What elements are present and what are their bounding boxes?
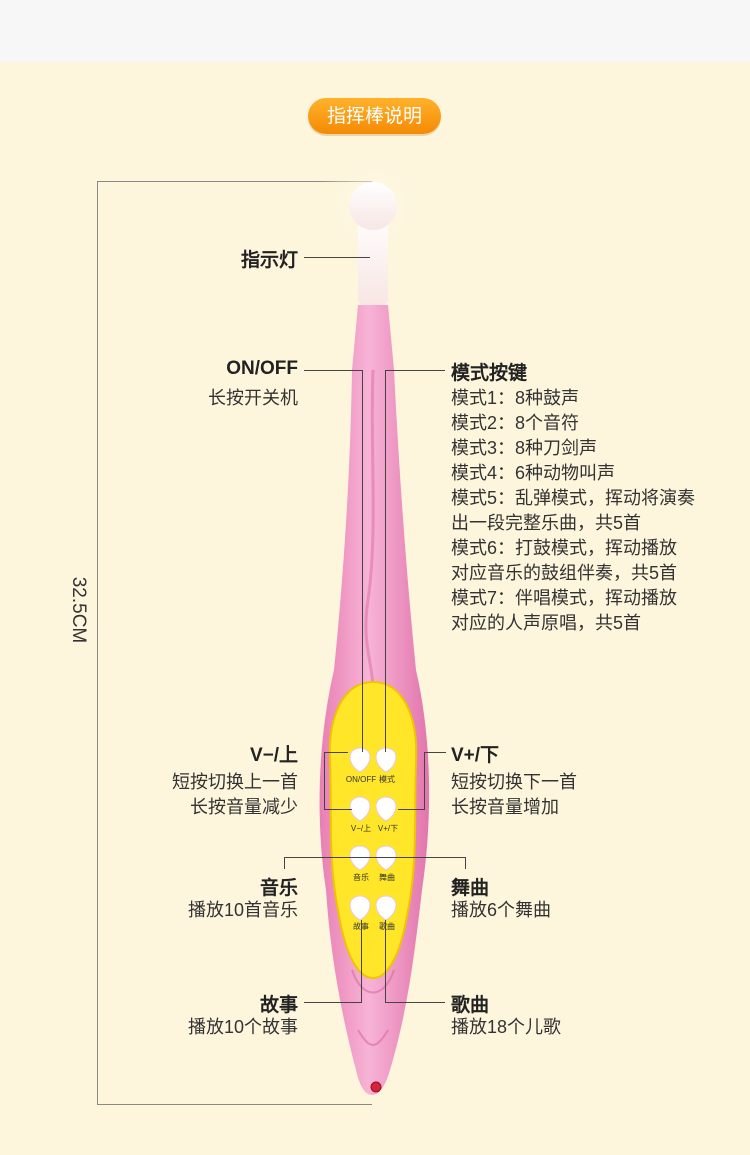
vminus-desc-1: 短按切换上一首	[172, 772, 298, 792]
button-story	[349, 895, 371, 921]
vminus-desc-2: 长按音量减少	[190, 797, 298, 817]
mode-line: 模式6：打鼓模式，挥动播放	[451, 538, 678, 558]
music-dance-leader	[284, 857, 466, 858]
mode-line: 出一段完整乐曲，共5首	[451, 513, 642, 533]
mode-line: 对应的人声原唱，共5首	[451, 613, 642, 633]
mode-line: 模式2：8个音符	[451, 413, 580, 433]
dance-label: 舞曲	[451, 878, 490, 899]
music-leader-tick	[284, 857, 285, 869]
dimension-vertical-line	[97, 181, 98, 1105]
mode-line: 对应音乐的鼓组伴奏，共5首	[451, 563, 678, 583]
mode-list: 模式1：8种鼓声 模式2：8个音符 模式3：8种刀剑声 模式4：6种动物叫声 模…	[451, 386, 695, 636]
vplus-label: V+/下	[451, 745, 500, 766]
vminus-leader-top	[324, 752, 348, 753]
button-vplus	[375, 796, 397, 822]
dimension-label: 32.5CM	[68, 576, 89, 644]
mode-label: 模式按键	[451, 363, 528, 384]
button-mode	[375, 747, 397, 773]
mode-leader-v	[385, 370, 386, 752]
page-title: 指挥棒说明	[308, 98, 441, 134]
onoff-label: ON/OFF	[226, 358, 298, 379]
vplus-desc-2: 长按音量增加	[451, 797, 559, 817]
mode-leader-h	[385, 370, 445, 371]
mode-line: 模式4：6种动物叫声	[451, 463, 616, 483]
vplus-leader-top	[424, 752, 446, 753]
dimension-bottom-line	[97, 1104, 372, 1105]
onoff-leader-h	[304, 370, 362, 371]
vminus-leader-v	[324, 752, 325, 810]
button-dance	[375, 845, 397, 871]
mode-line: 模式7：伴唱模式，挥动播放	[451, 588, 678, 608]
music-desc: 播放10首音乐	[187, 900, 298, 920]
button-song	[375, 895, 397, 921]
button-label-dance: 舞曲	[379, 872, 395, 882]
baton-illustration: ON/OFF 模式 V−/上 V+/下 音乐 舞曲 故事 歌曲	[313, 170, 433, 1095]
button-label-music: 音乐	[353, 872, 369, 882]
button-label-song: 歌曲	[379, 921, 395, 931]
button-label-vplus: V+/下	[378, 824, 398, 833]
story-label: 故事	[259, 995, 298, 1016]
button-label-mode: 模式	[379, 774, 395, 784]
onoff-leader-v	[362, 370, 363, 752]
song-leader-h	[385, 1002, 445, 1003]
indicator-leader	[304, 257, 370, 258]
button-label-onoff: ON/OFF	[346, 775, 376, 784]
song-label: 歌曲	[451, 995, 490, 1016]
button-vminus	[349, 796, 371, 822]
song-leader-v	[385, 920, 386, 1003]
button-panel	[328, 680, 418, 980]
song-desc: 播放18个儿歌	[451, 1017, 562, 1037]
indicator-light-ball	[349, 182, 397, 230]
vplus-leader-bottom	[398, 809, 425, 810]
vminus-label: V−/上	[249, 745, 298, 766]
dance-desc: 播放6个舞曲	[451, 900, 552, 920]
mode-line: 模式1：8种鼓声	[451, 388, 580, 408]
bottom-red-dot	[370, 1081, 382, 1093]
story-leader-v	[361, 920, 362, 1003]
dimension-top-line	[97, 181, 372, 182]
story-desc: 播放10个故事	[187, 1017, 298, 1037]
top-strip	[0, 0, 750, 62]
baton-groove	[364, 369, 375, 711]
dance-leader-tick	[465, 857, 466, 869]
mode-line: 模式5：乱弹模式，挥动将演奏	[451, 488, 696, 508]
indicator-label: 指示灯	[240, 250, 298, 271]
story-leader-h	[304, 1002, 362, 1003]
button-music	[349, 845, 371, 871]
button-label-vminus: V−/上	[351, 824, 371, 833]
music-label: 音乐	[259, 878, 298, 899]
indicator-light-stem	[358, 210, 388, 305]
button-onoff	[349, 747, 371, 773]
mode-line: 模式3：8种刀剑声	[451, 438, 598, 458]
vminus-leader-bottom	[324, 809, 352, 810]
onoff-desc: 长按开关机	[208, 388, 298, 408]
vplus-desc-1: 短按切换下一首	[451, 772, 577, 792]
vplus-leader-v	[424, 752, 425, 810]
